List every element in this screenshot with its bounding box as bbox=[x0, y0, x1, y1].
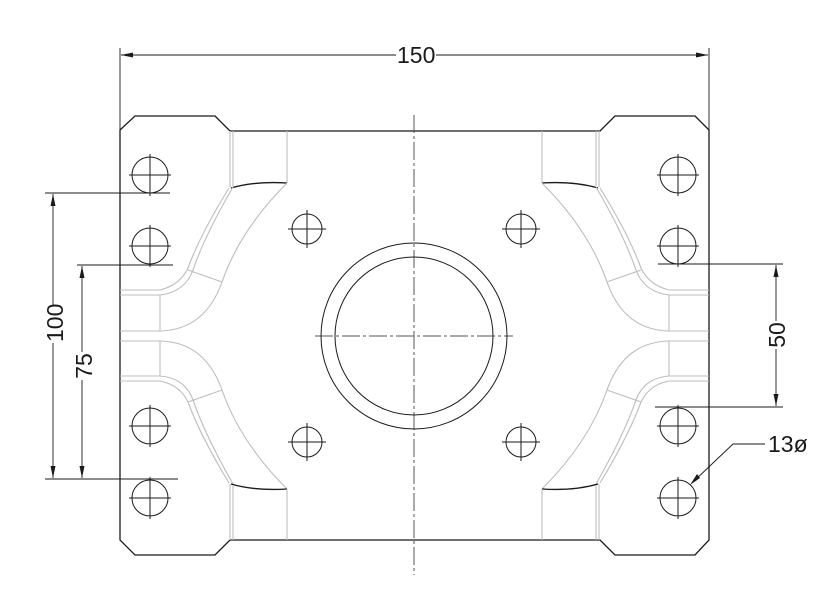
hole bbox=[502, 210, 540, 248]
corner-holes-left bbox=[129, 154, 171, 519]
dimension-75 bbox=[77, 264, 173, 478]
hole bbox=[129, 477, 171, 519]
leader-13-dia bbox=[690, 443, 765, 485]
hole bbox=[657, 154, 699, 196]
right-relief-features bbox=[541, 131, 709, 540]
hole bbox=[129, 405, 171, 447]
dimension-50 bbox=[655, 263, 783, 408]
hole bbox=[288, 210, 326, 248]
central-bore-outer bbox=[320, 242, 508, 430]
hole bbox=[657, 405, 699, 447]
hole bbox=[657, 225, 699, 267]
hole bbox=[129, 154, 171, 196]
hole bbox=[502, 423, 540, 461]
inner-holes bbox=[288, 210, 540, 461]
left-relief-features bbox=[120, 131, 288, 540]
central-bore-inner bbox=[334, 256, 494, 416]
dimension-100 bbox=[45, 192, 178, 480]
corner-holes-right bbox=[657, 154, 699, 519]
hole bbox=[657, 477, 699, 519]
plate-outline bbox=[119, 115, 710, 556]
hole bbox=[288, 423, 326, 461]
hole bbox=[129, 225, 171, 267]
